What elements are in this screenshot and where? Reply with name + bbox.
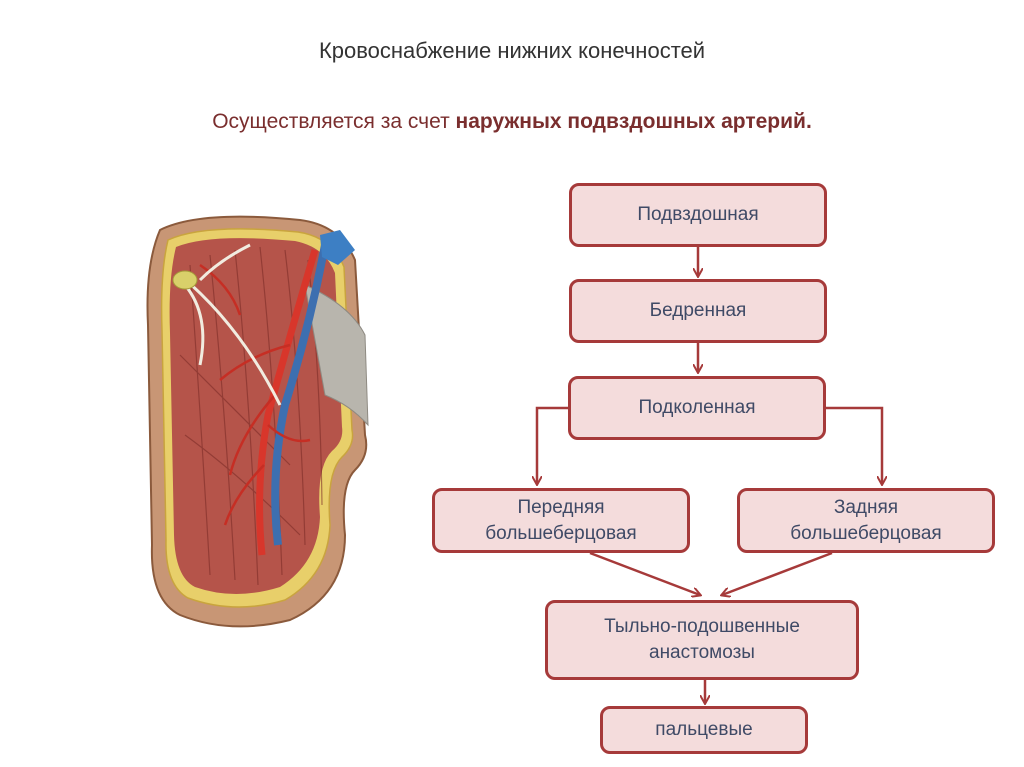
subtitle-bold: наружных подвздошных артерий. (455, 110, 812, 133)
node-femoral-label: Бедренная (649, 300, 747, 321)
node-anterior-tibial: Передняя большеберцовая (432, 488, 690, 553)
node-iliac: Подвздошная (569, 183, 827, 247)
lymph-node (172, 270, 198, 290)
fascia (304, 284, 369, 427)
subtitle-prefix: Осуществляется за счет (212, 110, 456, 133)
artery-branches (199, 263, 311, 526)
node-digital: пальцевые (600, 706, 808, 754)
node-posterior-tibial: Задняя большеберцовая (737, 488, 995, 553)
node-popliteal-label: Подколенная (638, 397, 756, 418)
node-popliteal: Подколенная (568, 376, 826, 440)
femoral-vein (271, 244, 329, 546)
thigh-anatomy-illustration (146, 215, 369, 628)
node-anterior-tibial-label: Передняя большеберцовая (485, 496, 637, 544)
node-anastomoses: Тыльно-подошвенные анастомозы (545, 600, 859, 680)
slide-subtitle: Осуществляется за счет наружных подвздош… (0, 110, 1024, 134)
arrow-popliteal-anterior (537, 406, 568, 484)
node-anastomoses-label: Тыльно-подошвенные анастомозы (604, 616, 800, 663)
node-iliac-label: Подвздошная (637, 204, 759, 225)
arrow-popliteal-posterior (826, 406, 882, 484)
femoral-artery (256, 249, 319, 556)
node-femoral: Бедренная (569, 279, 827, 343)
slide-title: Кровоснабжение нижних конечностей (318, 38, 706, 63)
arrow-posterior-anastomoses (722, 551, 833, 595)
arrow-anterior-anastomoses (589, 551, 700, 595)
node-digital-label: пальцевые (655, 719, 753, 740)
vein-head (320, 230, 355, 265)
node-posterior-tibial-label: Задняя большеберцовая (790, 496, 942, 544)
muscle-mass (169, 238, 343, 594)
nerves (179, 243, 282, 406)
